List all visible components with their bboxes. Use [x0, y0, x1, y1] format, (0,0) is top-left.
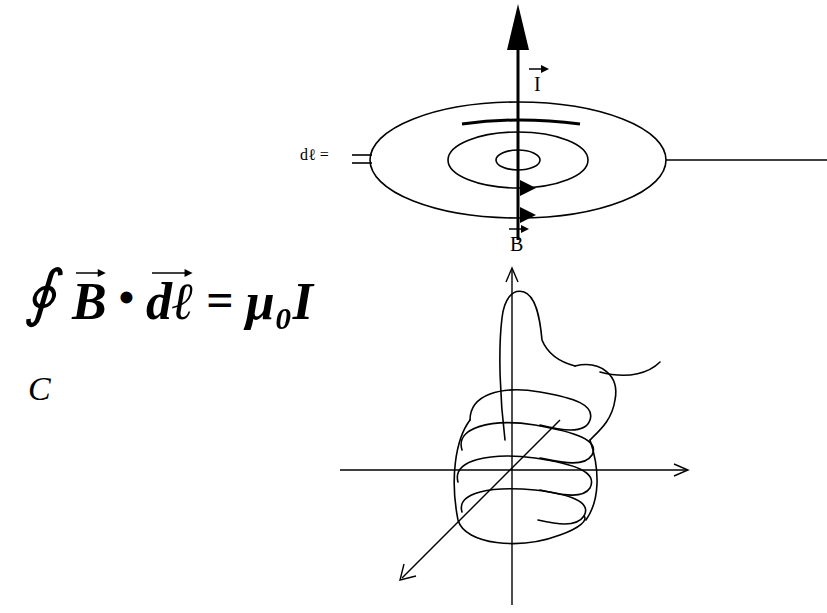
field-arrowhead — [520, 180, 536, 196]
wire-line — [517, 40, 520, 240]
field-arrowhead — [520, 207, 536, 223]
contour-label: C — [28, 372, 51, 406]
current-arrowhead — [507, 4, 529, 50]
thumb — [500, 291, 575, 440]
dl-leader — [352, 162, 372, 164]
equation-field: B — [72, 276, 107, 328]
current-wire — [507, 4, 529, 240]
axis-arrowhead — [506, 268, 518, 282]
fist-outline — [454, 420, 585, 543]
field-label: B — [510, 234, 523, 254]
loop-highlight — [462, 120, 580, 124]
equation-equals: = — [206, 276, 233, 324]
leader-line — [666, 159, 827, 161]
dot-product: • — [119, 276, 134, 320]
axis-line — [511, 270, 512, 605]
fist-outline — [586, 440, 597, 520]
vector-arrow — [528, 64, 550, 74]
right-hand — [454, 291, 660, 543]
dl-leader — [352, 154, 372, 156]
axis-line — [402, 420, 560, 578]
loop-integral-sign: ∮ — [24, 262, 56, 324]
wrist — [600, 362, 660, 375]
finger — [461, 489, 585, 524]
field-loops — [352, 102, 827, 218]
axis-line — [340, 469, 686, 470]
equation-line-element: dℓ — [146, 276, 194, 328]
axis-arrowhead — [674, 464, 688, 476]
vector-arrow — [508, 224, 530, 234]
line-element-label: dℓ = — [300, 147, 329, 163]
equation-current: μ₀I — [246, 276, 313, 328]
axis-arrowhead — [400, 564, 416, 580]
current-label: I — [534, 74, 541, 94]
right-hand-rule-axes — [340, 268, 688, 605]
field-direction-arrows — [520, 180, 536, 223]
